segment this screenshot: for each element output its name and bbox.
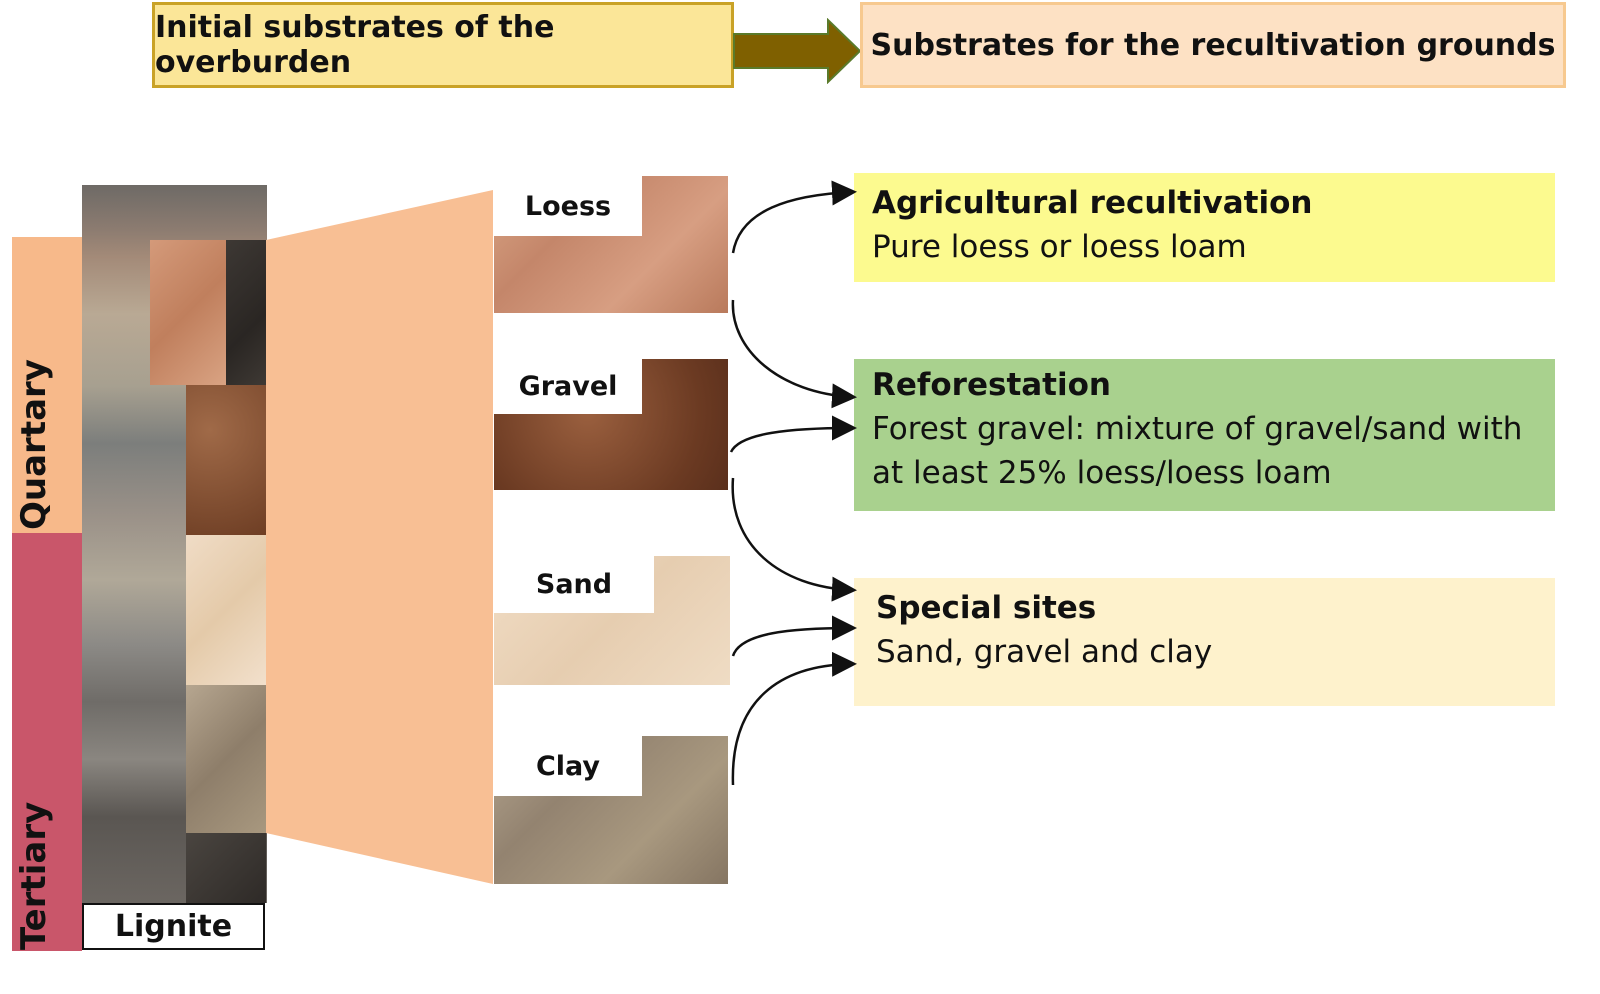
gravel-sample-photo bbox=[186, 385, 266, 535]
lignite-label: Lignite bbox=[82, 903, 265, 950]
result-reforestation: Reforestation Forest gravel: mixture of … bbox=[854, 359, 1555, 511]
header-arrow-icon bbox=[733, 18, 862, 84]
tertiary-bar bbox=[12, 533, 82, 951]
target-substrates-header: Substrates for the recultivation grounds bbox=[860, 2, 1566, 88]
target-substrates-label: Substrates for the recultivation grounds bbox=[870, 27, 1556, 63]
result-agricultural: Agricultural recultivation Pure loess or… bbox=[854, 173, 1555, 282]
sand-sample-photo bbox=[186, 535, 266, 685]
sand-label: Sand bbox=[494, 556, 654, 613]
result-reforestation-description: Forest gravel: mixture of gravel/sand wi… bbox=[872, 411, 1523, 491]
result-special-sites: Special sites Sand, gravel and clay bbox=[854, 578, 1555, 706]
clay-sample-photo bbox=[186, 685, 266, 833]
result-special-sites-description: Sand, gravel and clay bbox=[876, 634, 1213, 670]
quartary-bar bbox=[12, 237, 82, 533]
clay-label: Clay bbox=[494, 736, 642, 796]
source-substrates-header: Initial substrates of the overburden bbox=[152, 2, 734, 88]
loess-sample-photo bbox=[150, 240, 226, 385]
result-special-sites-title: Special sites bbox=[876, 590, 1097, 626]
result-agricultural-description: Pure loess or loess loam bbox=[872, 229, 1247, 265]
gravel-label: Gravel bbox=[494, 359, 642, 414]
loess-label: Loess bbox=[494, 176, 642, 236]
result-reforestation-title: Reforestation bbox=[872, 367, 1111, 403]
lignite-sample-photo bbox=[186, 833, 266, 903]
source-substrates-label: Initial substrates of the overburden bbox=[155, 10, 555, 80]
result-agricultural-title: Agricultural recultivation bbox=[872, 185, 1313, 221]
